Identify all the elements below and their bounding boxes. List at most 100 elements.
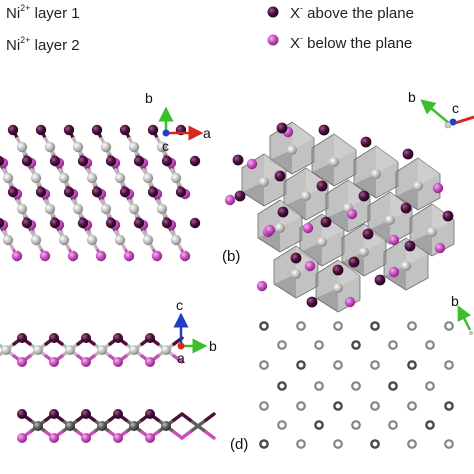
ni-layer1-atom xyxy=(444,321,454,331)
bond xyxy=(172,354,184,364)
ni-layer1-atom xyxy=(2,172,14,184)
legend-x-above-marker xyxy=(267,6,279,18)
x-below-atom xyxy=(11,250,23,262)
ni-layer1-atom xyxy=(444,360,454,370)
x-above-atom xyxy=(404,240,416,252)
x-below-atom xyxy=(304,260,316,272)
ni-layer1-atom xyxy=(170,234,182,246)
x-above-atom xyxy=(274,170,286,182)
axis-b-label-second: c xyxy=(452,100,459,116)
ni-layer1-atom xyxy=(385,215,395,225)
x-below-atom xyxy=(113,433,123,443)
legend-ni-layer2: Ni2+ layer 2 xyxy=(6,35,80,54)
octahedron-face xyxy=(410,232,432,256)
ni-layer2-atom xyxy=(296,360,306,370)
ni-layer1-atom xyxy=(86,172,98,184)
ni-layer1-atom xyxy=(16,203,28,215)
x-above-atom xyxy=(7,124,19,136)
ni-layer1-atom xyxy=(296,401,306,411)
legend-x-below-text: below the plane xyxy=(303,35,413,52)
x-below-atom xyxy=(67,250,79,262)
legend-x-above-charge: - xyxy=(300,3,304,13)
x-below-atom xyxy=(432,182,444,194)
octahedron-face xyxy=(270,150,292,174)
x-below-atom xyxy=(49,357,59,367)
x-above-atom xyxy=(21,155,33,167)
ni-layer1-atom xyxy=(275,223,285,233)
bond xyxy=(180,430,192,440)
ni-layer1-atom xyxy=(161,345,171,355)
x-above-atom xyxy=(77,217,89,229)
x-above-atom xyxy=(147,186,159,198)
x-above-atom xyxy=(7,186,19,198)
ni-layer1-atom xyxy=(413,181,423,191)
octahedron-face xyxy=(338,260,360,288)
x-above-atom xyxy=(113,333,123,343)
x-below-atom xyxy=(17,357,27,367)
x-below-atom xyxy=(81,357,91,367)
ni-layer1-atom xyxy=(425,381,435,391)
x-above-atom xyxy=(374,274,386,286)
ni-layer1-atom xyxy=(287,145,297,155)
ni-layer1-atom xyxy=(296,439,306,449)
ni-layer1-atom xyxy=(259,177,269,187)
ni-layer2-atom xyxy=(33,421,43,431)
legend-x-above-base: X xyxy=(290,5,301,22)
legend-ni-layer1-text: layer 1 xyxy=(30,5,80,22)
ni-layer2-atom xyxy=(65,421,75,431)
x-above-atom xyxy=(49,333,59,343)
ni-layer2-atom xyxy=(370,321,380,331)
x-below-atom xyxy=(95,250,107,262)
ni-layer1-atom xyxy=(44,141,56,153)
octahedron-face xyxy=(354,174,376,198)
ni-layer1-atom xyxy=(333,321,343,331)
x-above-atom xyxy=(49,155,61,167)
axis-a-label-second: c xyxy=(162,138,169,154)
x-above-atom xyxy=(119,124,131,136)
ni-layer1-atom xyxy=(72,141,84,153)
x-above-atom xyxy=(17,409,27,419)
x-below-atom xyxy=(49,433,59,443)
x-above-atom xyxy=(119,186,131,198)
bond xyxy=(204,412,216,422)
axis-c-label-third: b xyxy=(209,338,217,354)
ni-layer1-atom xyxy=(114,234,126,246)
ni-layer1-atom xyxy=(370,401,380,411)
panel-b-octahedra xyxy=(224,121,455,313)
ni-layer1-atom xyxy=(388,340,398,350)
ni-layer1-atom xyxy=(142,234,154,246)
axis-triad-a xyxy=(158,106,204,141)
ni-layer1-atom xyxy=(407,439,417,449)
panel-c-side-view xyxy=(0,333,216,443)
ni-layer1-atom xyxy=(359,247,369,257)
ni-layer1-atom xyxy=(2,234,14,246)
octahedron-face xyxy=(384,266,406,290)
ni-layer1-atom xyxy=(1,345,11,355)
ni-layer1-atom xyxy=(142,172,154,184)
x-below-atom xyxy=(179,250,191,262)
axis-triad-c xyxy=(173,312,208,354)
x-below-atom xyxy=(123,250,135,262)
ni-layer1-atom xyxy=(129,345,139,355)
legend-x-below-charge: - xyxy=(300,33,304,43)
x-below-atom xyxy=(388,234,400,246)
x-above-atom xyxy=(0,155,5,167)
octahedron-face xyxy=(258,228,280,252)
x-above-atom xyxy=(348,256,360,268)
x-below-atom xyxy=(113,357,123,367)
x-above-atom xyxy=(63,186,75,198)
x-above-atom xyxy=(49,217,61,229)
ni-layer1-atom xyxy=(444,439,454,449)
legend-ni-layer1-charge: 2+ xyxy=(20,3,31,13)
x-above-atom xyxy=(91,186,103,198)
ni-layer1-atom xyxy=(425,340,435,350)
x-below-atom xyxy=(39,250,51,262)
legend-ni-layer2-text: layer 2 xyxy=(30,37,80,54)
x-above-atom xyxy=(175,186,187,198)
x-below-atom xyxy=(256,280,268,292)
ni-layer2-atom xyxy=(161,421,171,431)
x-below-atom xyxy=(264,224,276,236)
ni-layer1-atom xyxy=(100,141,112,153)
ni-layer1-atom xyxy=(30,172,42,184)
